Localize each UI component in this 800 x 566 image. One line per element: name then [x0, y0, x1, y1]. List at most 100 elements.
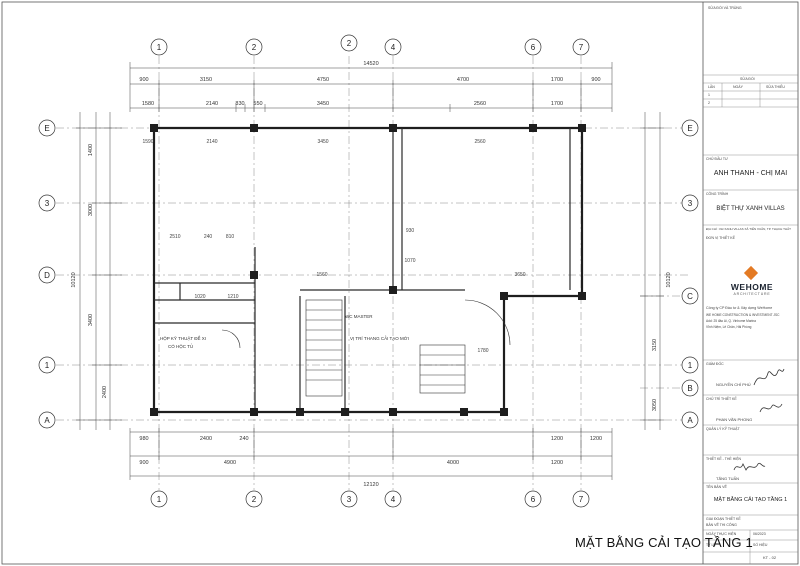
tb-revision-col: NGÀY: [733, 85, 743, 89]
dim-bottom-row1: 980: [139, 436, 148, 442]
tb-phase: BẢN VẼ THI CÔNG: [706, 523, 737, 527]
inner-dim: 1780: [477, 348, 488, 354]
director-signature-icon: [753, 368, 785, 386]
designer-signature-icon: [759, 403, 783, 413]
dim-top-row2: 830: [235, 101, 244, 107]
tb-scale-label: TỶ LỆ: [706, 543, 716, 547]
grid-label-bottom: 7: [579, 495, 584, 504]
room-label-stair: VỊ TRÍ THANG CẢI TẠO MỚI: [350, 335, 409, 341]
tb-phase-label: GIAI ĐOẠN THIẾT KẾ: [706, 517, 741, 521]
dim-left-part: 1400: [88, 144, 94, 156]
grid-label-bottom: 3: [347, 495, 352, 504]
title-block-lines: [703, 74, 798, 564]
inner-dim: 2510: [169, 234, 180, 240]
grid-label-left: D: [44, 271, 50, 280]
grid-label-left: 1: [45, 361, 50, 370]
logo-brand: WEHOME: [730, 282, 774, 292]
grid-label-right: 3: [688, 199, 693, 208]
tb-company-vn: Công ty CP Đầu tư & Xây dựng WeHome: [706, 306, 773, 310]
room-label-tech: HỘP KỸ THUẬT ĐỂ XI: [160, 335, 206, 341]
tb-date-label: NGÀY THỰC HIỆN: [706, 532, 737, 536]
tb-designer: PHAN VĂN PHONG: [716, 417, 753, 422]
interior-walls: [154, 128, 571, 412]
dim-top-row2: 3450: [317, 101, 329, 107]
tb-director: NGUYỄN CHÍ PHÚ: [716, 382, 751, 387]
inner-dim: 1070: [404, 258, 415, 264]
tb-drafter: TĂNG TUẤN: [716, 476, 740, 481]
tb-project-label: CÔNG TRÌNH: [706, 192, 729, 196]
inner-dim: 3650: [514, 272, 525, 278]
tb-director-label: GIÁM ĐỐC: [706, 362, 724, 366]
dim-top-total: 14520: [363, 61, 378, 67]
room-label-wc: WC MASTER: [345, 314, 373, 319]
dimension-text-group: 14520 900 3150 4750 4700 1700 900 1580 2…: [71, 61, 672, 488]
exterior-walls: [152, 126, 584, 414]
drafter-signature-icon: [733, 462, 766, 471]
dim-top-row2: 550: [253, 101, 262, 107]
tb-drafter-label: THIẾT KẾ - THỂ HIỆN: [706, 457, 742, 461]
logo-sub: ARCHITECTURE: [733, 292, 771, 296]
grid-label-bottom: 1: [157, 495, 162, 504]
inner-dim: 240: [204, 234, 213, 240]
dim-top-row1: 4750: [317, 77, 329, 83]
dim-top-row2: 1700: [551, 101, 563, 107]
inner-dim: 2560: [474, 139, 485, 145]
inner-dim: 930: [406, 228, 415, 234]
grid-label-top: 7: [579, 43, 584, 52]
dim-top-row1: 1700: [551, 77, 563, 83]
tb-revision-col: SỬA THIẾU: [766, 85, 785, 89]
grid-label-top: 2: [252, 43, 257, 52]
grid-label-right: 1: [688, 361, 693, 370]
dim-top-row1: 900: [591, 77, 600, 83]
sheet-title: MẶT BẰNG CẢI TẠO TẦNG 1: [575, 535, 753, 550]
dim-top-row1: 900: [139, 77, 148, 83]
dim-bottom-row2: 4900: [224, 460, 236, 466]
right-dimension-lines: [640, 112, 664, 430]
tb-project: BIỆT THỰ XANH VILLAS: [716, 206, 785, 212]
grid-label-top: 1: [157, 43, 162, 52]
dim-right-part: 3150: [652, 339, 658, 351]
dim-bottom-row1: 1200: [551, 436, 563, 442]
inner-dim: 1210: [227, 294, 238, 300]
dim-bottom-row2: 4000: [447, 460, 459, 466]
inner-dim: 1590: [142, 139, 153, 145]
tb-company-en: WE HOME CONSTRUCTION & INVESTMENT JSC: [706, 313, 780, 317]
tb-designer-label: CHỦ TRÌ THIẾT KẾ: [706, 397, 737, 401]
tb-revision-row: 1: [708, 93, 710, 97]
room-label-group: WC MASTER VỊ TRÍ THANG CẢI TẠO MỚI HỘP K…: [160, 314, 409, 349]
dim-left-part: 3000: [88, 204, 94, 216]
grid-label-right: E: [687, 124, 692, 133]
tb-owner: ANH THANH - CHỊ MAI: [713, 170, 788, 177]
dim-top-row2: 1580: [142, 101, 154, 107]
dim-top-row1: 3150: [200, 77, 212, 83]
inner-dim: 3450: [317, 139, 328, 145]
inner-dim: 1020: [194, 294, 205, 300]
inner-dim: 1560: [316, 272, 327, 278]
tb-sheet-no: KT - 02: [763, 555, 777, 560]
tb-revision-row: 2: [708, 101, 710, 105]
dim-bottom-total: 12120: [363, 482, 378, 488]
tb-drawing-name: MẶT BẰNG CẢI TẠO TẦNG 1: [713, 497, 788, 503]
grid-label-bottom: 6: [531, 495, 536, 504]
grid-label-right: B: [687, 384, 692, 393]
tb-qc-label: QUẢN LÝ KỸ THUẬT: [706, 427, 740, 431]
dim-bottom-row1: 240: [239, 436, 248, 442]
grid-bubbles-top: [150, 34, 590, 56]
grid-label-right: A: [687, 416, 693, 425]
tb-revision-header: SỬA ĐỔI: [740, 77, 755, 81]
room-label-tech2: CÓ HỘC TỦ: [168, 343, 193, 349]
dim-top-row1: 4700: [457, 77, 469, 83]
tb-owner-label: CHỦ ĐẦU TƯ: [706, 157, 728, 161]
dim-bottom-row2: 900: [139, 460, 148, 466]
grid-label-top: 6: [531, 43, 536, 52]
dim-bottom-row1: 2400: [200, 436, 212, 442]
tb-company-addr1: Add: 25 đảo Ai, Q. Vinhome Marina: [706, 319, 756, 323]
bottom-dimension-lines: [129, 428, 613, 480]
tb-revision-col: LẦN: [708, 85, 715, 89]
top-dimension-lines: [129, 62, 613, 112]
dim-left-part: 3400: [88, 314, 94, 326]
inner-dim: 810: [226, 234, 235, 240]
inner-dim: 2140: [206, 139, 217, 145]
